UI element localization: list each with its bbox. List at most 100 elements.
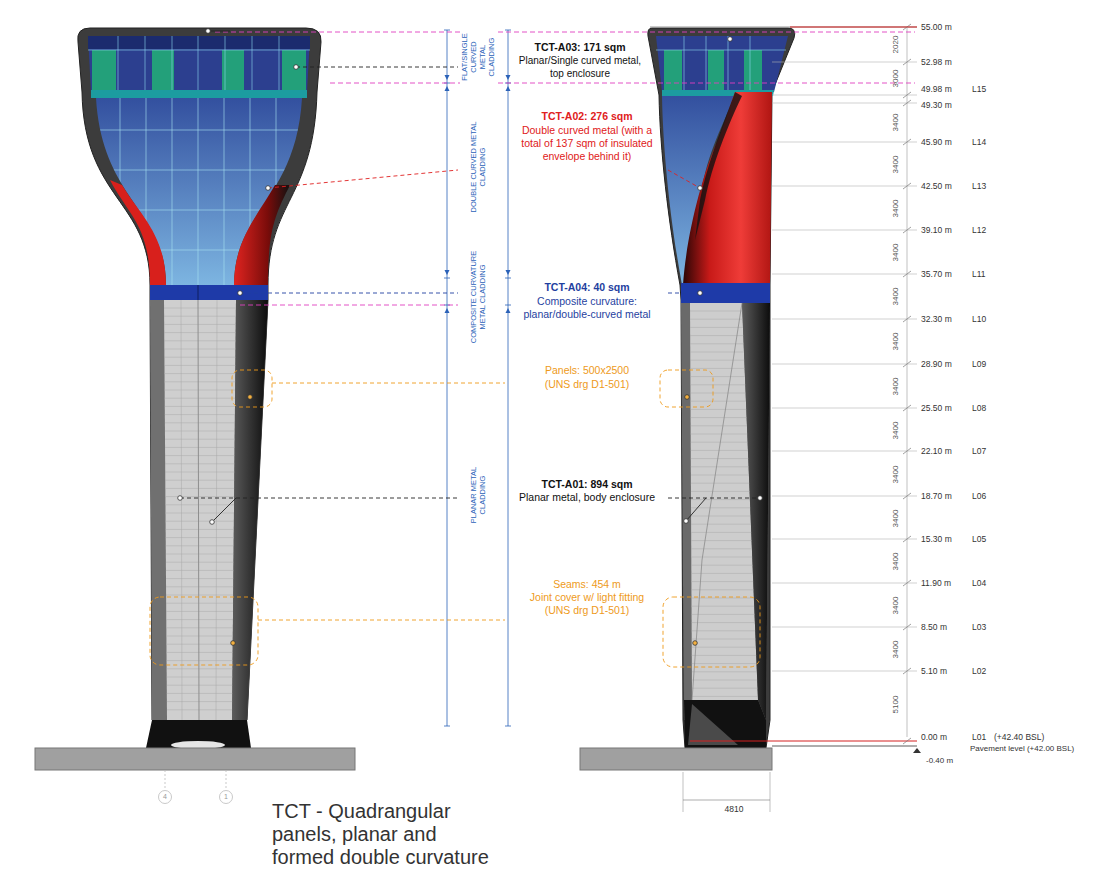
- panel-joint: [691, 417, 747, 418]
- grid-line: [88, 50, 310, 51]
- level-line: [772, 627, 917, 628]
- panel-joint: [164, 324, 236, 325]
- dimension-value: 3400: [891, 287, 900, 305]
- dimension-value: 3400: [891, 421, 900, 439]
- base-facet: [688, 704, 738, 745]
- dimension-value: 3400: [891, 465, 900, 483]
- level-label: Pavement level (+42.00 BSL): [970, 744, 1074, 754]
- level-label: L09: [972, 359, 986, 369]
- panel-joint: [691, 425, 747, 426]
- panel-joint: [164, 357, 235, 358]
- panel-joint: [164, 308, 236, 309]
- level-line: [772, 142, 917, 143]
- glazing-grid: [656, 36, 786, 92]
- dimension-value: 3400: [891, 155, 900, 173]
- panel-joint: [691, 466, 749, 467]
- panel-joint: [691, 393, 746, 394]
- cladding-zone-label: DOUBLE CURVED METAL CLADDING: [469, 121, 487, 213]
- panel-joint: [165, 447, 235, 448]
- leader-dot: [206, 29, 211, 34]
- glazing-grid: [88, 36, 310, 92]
- grid-line: [198, 98, 199, 285]
- panel-joint: [166, 529, 234, 530]
- dimension-value: 4810: [725, 804, 744, 814]
- panel-joint: [166, 595, 233, 596]
- panel-joint: [692, 622, 755, 623]
- leader-dot: [685, 395, 690, 400]
- panel-joint: [692, 680, 757, 681]
- leader-dot: [231, 641, 236, 646]
- level-label: L15: [972, 84, 986, 94]
- grid-bubble: [159, 791, 172, 804]
- level-label: 42.50 m: [921, 181, 952, 191]
- level-label: L12: [972, 225, 986, 235]
- callout-text: Composite curvature: planar/double-curve…: [512, 295, 662, 321]
- zone-brackets: [444, 30, 511, 726]
- level-label: 11.90 m: [921, 578, 951, 588]
- dimension-value: 3000: [891, 69, 900, 87]
- panel-joint: [691, 434, 748, 435]
- grid-axis: [165, 770, 166, 790]
- panel-joint: [166, 513, 235, 514]
- leader-dot: [248, 395, 253, 400]
- panel-joint: [165, 390, 236, 391]
- centre-seam: [198, 300, 199, 720]
- panel-joint: [165, 414, 235, 415]
- panel-joint: [164, 340, 235, 341]
- level-label: 55.00 m: [921, 22, 952, 32]
- panel-joint: [165, 463, 234, 464]
- callout-text: Planar metal, body enclosure: [512, 491, 662, 504]
- composite-band: [150, 285, 268, 300]
- level-label: L01: [972, 732, 986, 742]
- panel-joint: [691, 507, 750, 508]
- panel-joint: [691, 458, 749, 459]
- panel-joint: [165, 406, 235, 407]
- panel-joint: [691, 516, 751, 517]
- grid-line: [172, 36, 173, 92]
- leader: [180, 498, 458, 499]
- tower-silhouette: [78, 28, 321, 720]
- panel-joint: [691, 409, 747, 410]
- callout-text: Double curved metal (with a total of 137…: [512, 124, 662, 163]
- panel-joint: [167, 652, 233, 653]
- panel-joint: [165, 455, 234, 456]
- ground-slab: [580, 748, 772, 770]
- panel-joint: [167, 709, 232, 710]
- level-label: L03: [972, 622, 986, 632]
- panel-joint: [166, 545, 234, 546]
- top-glazing-band: [88, 36, 310, 49]
- level-label: 28.90 m: [921, 359, 952, 369]
- level-label: L13: [972, 181, 986, 191]
- level-label: L10: [972, 314, 986, 324]
- panel-joint: [691, 565, 752, 566]
- seam-callout-box: [663, 597, 760, 667]
- dimension-value: 3400: [891, 113, 900, 131]
- level-line: [772, 539, 917, 540]
- panel-joint: [167, 677, 233, 678]
- leader-dot: [698, 291, 703, 296]
- panel-joint: [691, 540, 751, 541]
- leader: [208, 31, 230, 32]
- panel-joint: [165, 472, 234, 473]
- cladding-shadow: [695, 92, 742, 240]
- planar-body: [150, 300, 268, 720]
- leader: [668, 293, 700, 294]
- level-label: L04: [972, 578, 986, 588]
- leader-dot: [693, 641, 698, 646]
- leader: [668, 498, 760, 499]
- green-panel: [664, 50, 682, 90]
- grid-line: [225, 36, 226, 92]
- callout-text: Seams: 454 m: [512, 578, 662, 591]
- panel-joint: [166, 537, 234, 538]
- leader-dot: [178, 496, 183, 501]
- panel-joint: [166, 504, 235, 505]
- zone-boundary: [498, 32, 915, 33]
- callout-heading: TCT-A01: 894 sqm: [512, 478, 662, 491]
- dimension-line: [907, 27, 908, 737]
- panel-joint: [692, 671, 757, 672]
- panel-joint: [690, 319, 743, 320]
- panel-callout-box: [232, 370, 272, 407]
- level-line: [790, 27, 917, 28]
- panel-joint: [165, 480, 234, 481]
- dimension-value: 3400: [891, 377, 900, 395]
